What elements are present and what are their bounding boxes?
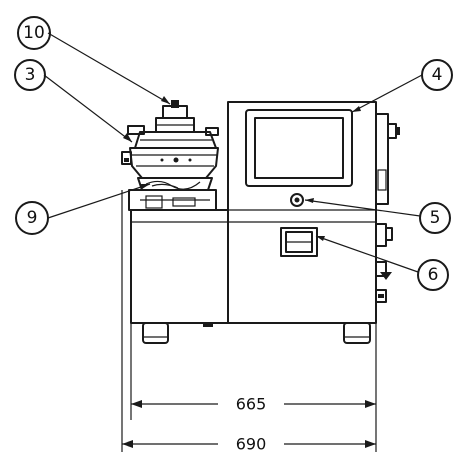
bowl xyxy=(129,147,219,179)
right-cabinet xyxy=(227,101,377,324)
callout-4: 4 xyxy=(421,59,453,91)
right-foot xyxy=(343,322,371,344)
screen xyxy=(254,117,344,179)
screen-bezel xyxy=(245,109,353,187)
callout-3: 3 xyxy=(14,59,46,91)
callout-9: 9 xyxy=(15,201,49,235)
left-module xyxy=(121,100,229,344)
dimension-690-label: 690 xyxy=(236,435,267,454)
callout-6: 6 xyxy=(417,259,449,291)
callout-10-label: 10 xyxy=(23,23,45,43)
right-module xyxy=(227,101,400,344)
callout-5: 5 xyxy=(419,202,451,234)
callout-5-label: 5 xyxy=(430,208,441,228)
callout-9-label: 9 xyxy=(27,208,38,228)
callout-4-label: 4 xyxy=(432,65,443,85)
switch-housing xyxy=(280,227,318,257)
dimensions: 665 690 xyxy=(121,190,377,454)
left-cabinet xyxy=(130,209,229,324)
dimension-690: 690 xyxy=(122,435,376,454)
callout-3-label: 3 xyxy=(25,65,36,85)
round-button xyxy=(290,193,304,207)
dimension-665: 665 xyxy=(131,395,376,414)
callout-10: 10 xyxy=(17,16,51,50)
dimension-665-label: 665 xyxy=(236,395,267,414)
left-foot xyxy=(142,322,169,344)
leader-lines xyxy=(43,32,423,273)
callout-6-label: 6 xyxy=(428,265,439,285)
side-panel xyxy=(375,113,389,205)
